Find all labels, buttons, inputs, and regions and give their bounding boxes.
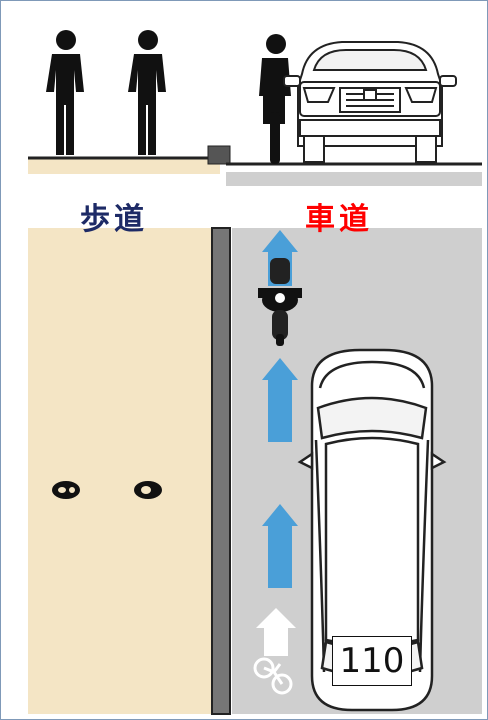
curb-block bbox=[207, 145, 231, 165]
lane-arrow-icon bbox=[262, 504, 298, 588]
sidewalk-level-ground bbox=[28, 158, 220, 174]
footprint-icon bbox=[52, 481, 80, 499]
curb-line bbox=[211, 227, 231, 715]
sidewalk-area bbox=[28, 228, 212, 714]
road-level-ground bbox=[226, 172, 482, 186]
bicycle-lane-marking-icon bbox=[253, 657, 293, 695]
route-number-badge: 110 bbox=[332, 636, 412, 686]
pedestrian-icon bbox=[46, 30, 84, 155]
footprint-icon bbox=[134, 481, 162, 499]
lane-arrow-icon bbox=[256, 608, 296, 656]
motorcycle-icon bbox=[258, 258, 302, 346]
car-icon bbox=[283, 41, 457, 163]
roadway-label: 車道 bbox=[305, 202, 373, 237]
lane-arrow-icon bbox=[262, 358, 298, 442]
sidewalk-label: 歩道 bbox=[80, 202, 148, 237]
cyclist-icon bbox=[259, 34, 291, 164]
pedestrian-icon bbox=[128, 30, 166, 155]
